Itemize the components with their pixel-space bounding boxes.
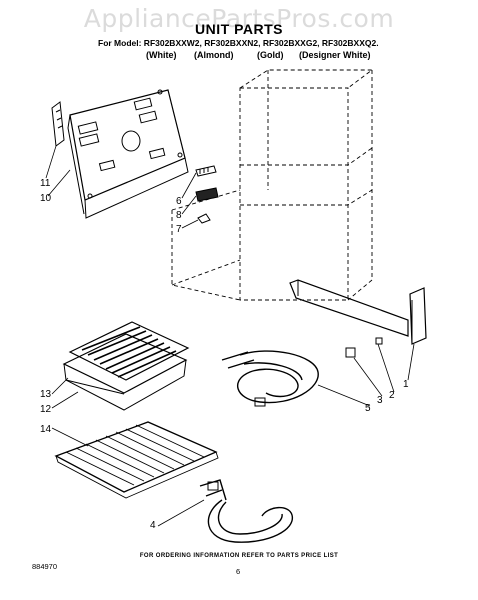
callout-2: 2	[389, 390, 395, 401]
callout-6: 6	[176, 196, 182, 207]
oven-rack	[54, 421, 219, 499]
back-panel	[67, 89, 189, 219]
callout-10: 10	[40, 193, 52, 204]
callout-3: 3	[377, 395, 383, 406]
callout-13: 13	[40, 389, 52, 400]
bake-element	[221, 350, 319, 407]
broil-pan	[62, 321, 190, 411]
page-title: UNIT PARTS	[195, 21, 283, 37]
callout-14: 14	[40, 424, 52, 435]
broil-element	[199, 479, 293, 543]
callout-8: 8	[176, 210, 182, 221]
ordering-note: FOR ORDERING INFORMATION REFER TO PARTS …	[139, 553, 339, 559]
leader-lines	[45, 145, 415, 527]
callout-5: 5	[365, 403, 371, 414]
receptacle	[195, 187, 219, 202]
clip	[197, 213, 211, 224]
callout-4: 4	[150, 520, 156, 531]
terminal-block	[195, 165, 217, 177]
callout-12: 12	[40, 404, 52, 415]
element-support	[289, 279, 427, 358]
document-number: 884970	[32, 562, 58, 571]
watermark: AppliancePartsPros.com	[83, 4, 395, 33]
color-white: (White)	[146, 50, 177, 60]
color-almond: (Almond)	[194, 50, 234, 60]
oven-cavity-outline	[171, 69, 374, 301]
model-line: For Model: RF302BXXW2, RF302BXXN2, RF302…	[98, 38, 379, 48]
callout-7: 7	[176, 224, 182, 235]
color-designer-white: (Designer White)	[299, 50, 371, 60]
bracket	[51, 101, 65, 147]
callout-1: 1	[403, 379, 409, 390]
page-number: 6	[236, 567, 241, 576]
callout-11: 11	[40, 178, 51, 189]
color-gold: (Gold)	[257, 50, 284, 60]
